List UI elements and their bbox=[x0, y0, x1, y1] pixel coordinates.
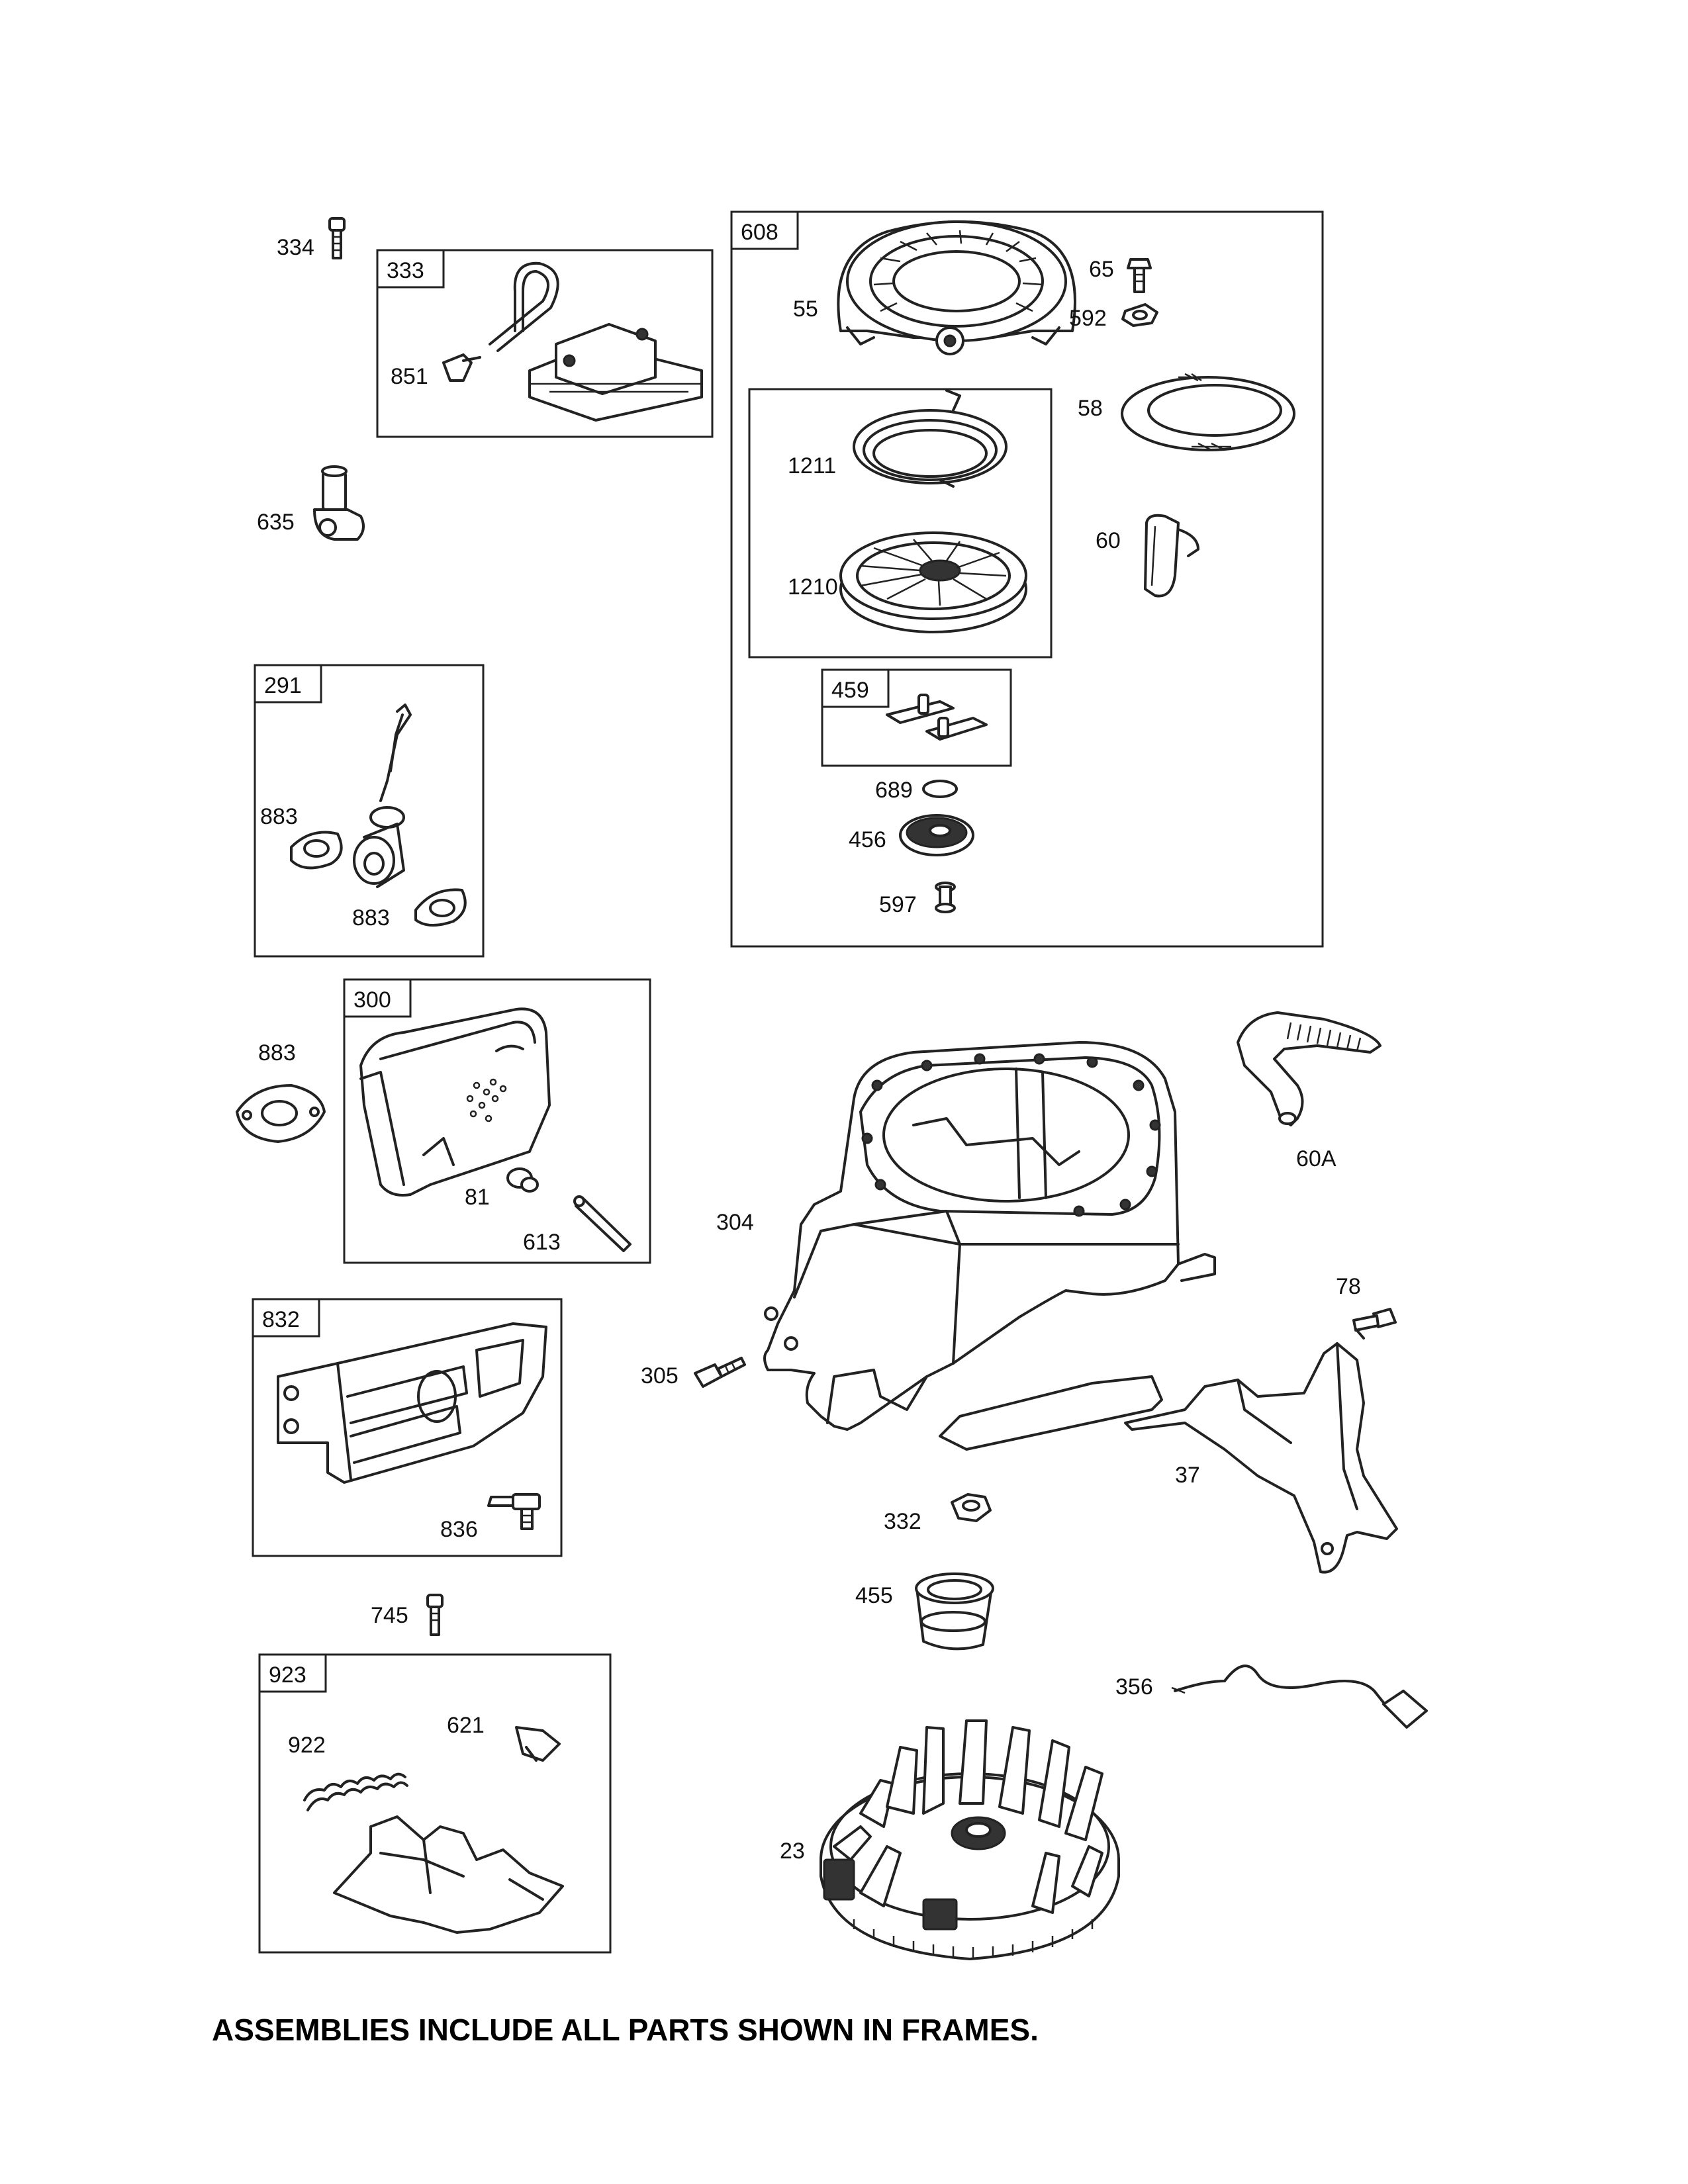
frame-1211-1210 bbox=[748, 388, 1053, 659]
handle-60-drawing bbox=[1144, 514, 1199, 598]
frame-label-832: 832 bbox=[262, 1307, 300, 1332]
frame-333: 333 bbox=[376, 249, 714, 438]
frame-label-459: 459 bbox=[831, 678, 869, 703]
handle-60A-drawing bbox=[1237, 1011, 1382, 1126]
flywheel-23-drawing bbox=[820, 1719, 1120, 1960]
stud-613-drawing bbox=[573, 1195, 632, 1252]
label-592: 592 bbox=[1069, 306, 1107, 331]
label-851: 851 bbox=[391, 364, 428, 389]
frame-label-333: 333 bbox=[387, 258, 424, 283]
label-65: 65 bbox=[1089, 257, 1114, 282]
frame-label-300: 300 bbox=[353, 987, 391, 1013]
label-883-c: 883 bbox=[258, 1040, 296, 1066]
frame-291: 291 bbox=[254, 664, 485, 958]
label-37: 37 bbox=[1175, 1463, 1200, 1488]
screw-334-drawing bbox=[328, 217, 346, 259]
air-guide-37-drawing bbox=[1124, 1342, 1398, 1574]
label-635: 635 bbox=[257, 510, 295, 535]
frame-label-923: 923 bbox=[269, 1662, 306, 1688]
label-60: 60 bbox=[1096, 528, 1121, 553]
label-883-a: 883 bbox=[260, 804, 298, 829]
spring-1211-drawing bbox=[853, 389, 1008, 488]
muffler-300-drawing bbox=[359, 1007, 551, 1197]
label-689: 689 bbox=[875, 778, 913, 803]
blower-housing-304-drawing bbox=[763, 1041, 1216, 1451]
label-1211: 1211 bbox=[788, 453, 836, 478]
guard-832-drawing bbox=[277, 1322, 547, 1484]
frame-832: 832 bbox=[252, 1298, 563, 1557]
footer-note: ASSEMBLIES INCLUDE ALL PARTS SHOWN IN FR… bbox=[212, 2013, 1039, 2047]
gasket-883-b-drawing bbox=[414, 888, 467, 927]
screw-305-drawing bbox=[694, 1357, 746, 1388]
frame-459: 459 bbox=[821, 668, 1012, 767]
frame-300: 300 bbox=[343, 978, 651, 1264]
label-60A: 60A bbox=[1296, 1146, 1336, 1171]
label-836: 836 bbox=[440, 1517, 478, 1542]
frame-923: 923 bbox=[258, 1653, 612, 1954]
screw-836-drawing bbox=[487, 1493, 541, 1530]
label-356: 356 bbox=[1115, 1674, 1153, 1700]
screw-597-drawing bbox=[935, 882, 956, 913]
label-883-b: 883 bbox=[352, 905, 390, 931]
washer-81-drawing bbox=[506, 1167, 539, 1193]
label-597: 597 bbox=[879, 892, 917, 917]
ignition-coil-drawing bbox=[489, 261, 703, 422]
label-23: 23 bbox=[780, 1839, 805, 1864]
screw-78-drawing bbox=[1352, 1308, 1397, 1340]
cup-455-drawing bbox=[915, 1572, 994, 1651]
ring-689-drawing bbox=[922, 780, 958, 798]
terminal-851-drawing bbox=[442, 353, 481, 382]
frame-608: 608 bbox=[730, 210, 1324, 948]
blower-housing-55-drawing bbox=[837, 220, 1076, 355]
label-332: 332 bbox=[884, 1509, 921, 1534]
screw-745-drawing bbox=[426, 1594, 444, 1636]
nut-332-drawing bbox=[951, 1493, 992, 1522]
nut-592-drawing bbox=[1121, 303, 1158, 327]
screw-65-drawing bbox=[1127, 258, 1152, 293]
label-613: 613 bbox=[523, 1230, 561, 1255]
frame-label-291: 291 bbox=[264, 673, 302, 698]
governor-923-drawing bbox=[303, 1726, 564, 1934]
label-455: 455 bbox=[855, 1583, 893, 1608]
gasket-883-c-drawing bbox=[236, 1084, 326, 1143]
label-305: 305 bbox=[641, 1363, 679, 1388]
pulley-1210-drawing bbox=[839, 531, 1027, 633]
label-58: 58 bbox=[1078, 396, 1103, 421]
gasket-883-a-drawing bbox=[290, 831, 343, 870]
label-78: 78 bbox=[1336, 1274, 1361, 1299]
frame-label-608: 608 bbox=[741, 220, 778, 245]
label-745: 745 bbox=[371, 1603, 408, 1628]
label-1210: 1210 bbox=[788, 574, 838, 600]
pawls-459-drawing bbox=[886, 694, 988, 741]
primer-291-drawing bbox=[353, 704, 412, 888]
label-334: 334 bbox=[277, 235, 314, 260]
label-922: 922 bbox=[288, 1733, 326, 1758]
spark-boot-635-drawing bbox=[313, 465, 365, 541]
label-55: 55 bbox=[793, 296, 818, 322]
label-621: 621 bbox=[447, 1713, 485, 1738]
retainer-456-drawing bbox=[899, 814, 974, 856]
label-304: 304 bbox=[716, 1210, 754, 1235]
label-81: 81 bbox=[465, 1185, 490, 1210]
wire-356-drawing bbox=[1171, 1664, 1428, 1729]
label-456: 456 bbox=[849, 827, 886, 852]
rope-58-drawing bbox=[1121, 373, 1295, 451]
